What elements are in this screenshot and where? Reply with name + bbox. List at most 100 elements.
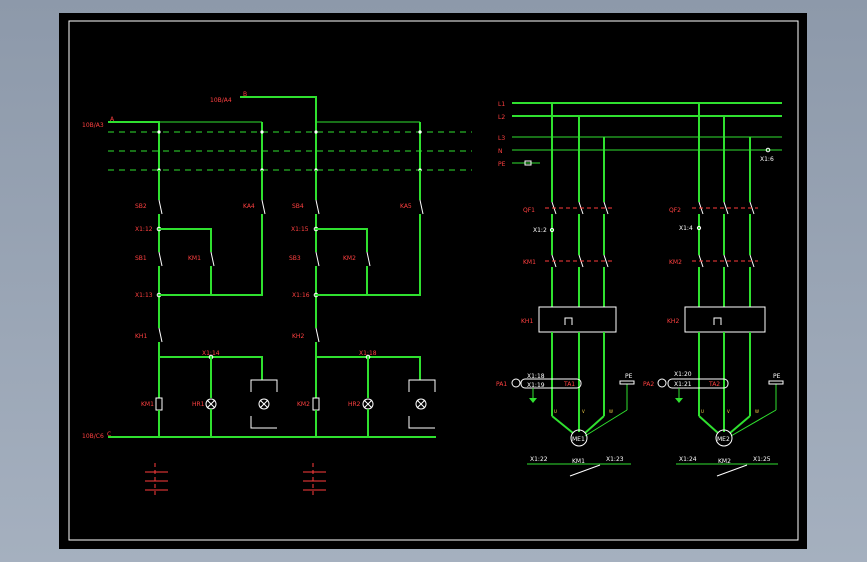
drawing-sheet: 10B/A3 A 10B/A4 B 10B/C6 C xyxy=(59,13,807,549)
me2-label: ME2 xyxy=(717,436,730,443)
w2-label: W xyxy=(755,409,759,414)
sb3-label: SB3 xyxy=(289,255,301,262)
x1-22-label: X1:22 xyxy=(530,456,548,463)
km1-xref-table xyxy=(145,463,168,497)
v2-label: V xyxy=(727,409,730,414)
x1-12-label: X1:12 xyxy=(135,226,153,233)
km2-bottom-label: KM2 xyxy=(718,458,731,465)
pa1-label: PA1 xyxy=(496,381,507,388)
hr2-label: HR2 xyxy=(348,401,361,408)
l1-label: L1 xyxy=(498,101,505,108)
ka5-label: KA5 xyxy=(400,203,412,210)
kh1-power-label: KH1 xyxy=(521,318,533,325)
ref-a3-label: 10B/A3 xyxy=(82,122,104,129)
sb1-label: SB1 xyxy=(135,255,147,262)
ka4-label: KA4 xyxy=(243,203,255,210)
u2-label: U xyxy=(701,409,704,414)
km2-coil-symbol xyxy=(312,397,320,411)
hr1-lamp-icon xyxy=(205,398,217,410)
x1-2-label: X1:2 xyxy=(533,227,547,234)
km1-main-label: KM1 xyxy=(523,259,536,266)
x1-20-label: X1:20 xyxy=(674,371,692,378)
me1-label: ME1 xyxy=(572,436,585,443)
km2-main-label: KM2 xyxy=(669,259,682,266)
kh1-label: KH1 xyxy=(135,333,147,340)
pe-b-label: PE xyxy=(773,373,781,380)
x1-6-label: X1:6 xyxy=(760,156,774,163)
ta2-transformer xyxy=(657,378,729,403)
kh2-overload-relay xyxy=(684,306,766,333)
lamp-box-2 xyxy=(408,379,436,429)
x1-4-terminal xyxy=(696,225,702,231)
sb4-label: SB4 xyxy=(292,203,304,210)
x1-15-label: X1:15 xyxy=(291,226,309,233)
x1-6-terminal xyxy=(765,147,771,153)
x1-16-label: X1:16 xyxy=(292,292,310,299)
kh2-label: KH2 xyxy=(292,333,304,340)
km2-aux-label: KM2 xyxy=(343,255,356,262)
km1-hold-top xyxy=(159,228,212,252)
x1-2-terminal xyxy=(549,227,555,233)
km2-hold-bottom xyxy=(316,266,368,296)
km2-aux-contact xyxy=(716,464,748,477)
x1-19-label: X1:19 xyxy=(527,382,545,389)
ta1-transformer xyxy=(511,378,582,403)
ref-a3-letter: A xyxy=(110,116,115,123)
pe-a-label: PE xyxy=(625,373,633,380)
sb4-contact xyxy=(315,199,320,215)
x1-18b-label: X1:18 xyxy=(527,373,545,380)
km2-xref-table xyxy=(303,463,326,497)
sb1-contact xyxy=(158,251,163,267)
u1-label: U xyxy=(554,409,557,414)
sb2-contact xyxy=(158,199,163,215)
x1-18-label: X1:18 xyxy=(359,350,377,357)
pe-terminal xyxy=(524,160,532,166)
v1-label: V xyxy=(582,409,585,414)
x1-13-label: X1:13 xyxy=(135,292,153,299)
sheet-border xyxy=(68,20,799,541)
ref-a4-letter: B xyxy=(243,91,247,98)
kh1-overload-relay xyxy=(538,306,617,333)
pa2-label: PA2 xyxy=(643,381,654,388)
sb3-contact xyxy=(315,251,320,267)
x1-4-label: X1:4 xyxy=(679,225,693,232)
control-supply-a xyxy=(108,121,160,170)
km2-hold-top xyxy=(316,228,368,252)
qf1-label: QF1 xyxy=(523,207,535,214)
n-label: N xyxy=(498,148,503,155)
km1-hold-contact xyxy=(210,251,215,267)
kh2-contact xyxy=(315,327,320,343)
x1-23-label: X1:23 xyxy=(606,456,624,463)
kh2-power-label: KH2 xyxy=(667,318,679,325)
km1-hold-bottom xyxy=(159,266,212,296)
l3-label: L3 xyxy=(498,135,505,142)
ref-c6-label: 10B/C6 xyxy=(82,433,104,440)
km1-aux-label: KM1 xyxy=(188,255,201,262)
sb2-label: SB2 xyxy=(135,203,147,210)
km2-hold-contact xyxy=(366,251,371,267)
control-circuit: 10B/A3 A 10B/A4 B 10B/C6 C xyxy=(82,91,472,497)
control-supply-b xyxy=(240,96,317,170)
x1-14-label: X1:14 xyxy=(202,350,220,357)
ref-a4-label: 10B/A4 xyxy=(210,97,232,104)
x1-21-label: X1:21 xyxy=(674,381,692,388)
qf2-label: QF2 xyxy=(669,207,681,214)
power-circuit: L1 L2 L3 N PE X1:6 xyxy=(496,101,784,477)
me2-motor-icon xyxy=(715,429,733,447)
x1-24-label: X1:24 xyxy=(679,456,697,463)
km2-coil-label: KM2 xyxy=(297,401,310,408)
pe-b-terminal xyxy=(768,380,784,385)
hr1-label: HR1 xyxy=(192,401,205,408)
km1-aux-contact xyxy=(569,464,601,477)
w1-label: W xyxy=(609,409,613,414)
ta1-label: TA1 xyxy=(563,381,575,388)
ka4-wire-bottom xyxy=(211,214,263,296)
hr1-supply xyxy=(159,356,263,380)
schematic-drawing: 10B/A3 A 10B/A4 B 10B/C6 C xyxy=(68,20,799,541)
ka4-contact xyxy=(261,199,266,215)
hr2-supply xyxy=(316,356,421,380)
motor1-feeders xyxy=(538,103,628,437)
km1-bottom-label: KM1 xyxy=(572,458,585,465)
ka5-contact xyxy=(419,199,424,215)
lamp-box-1 xyxy=(250,379,278,429)
